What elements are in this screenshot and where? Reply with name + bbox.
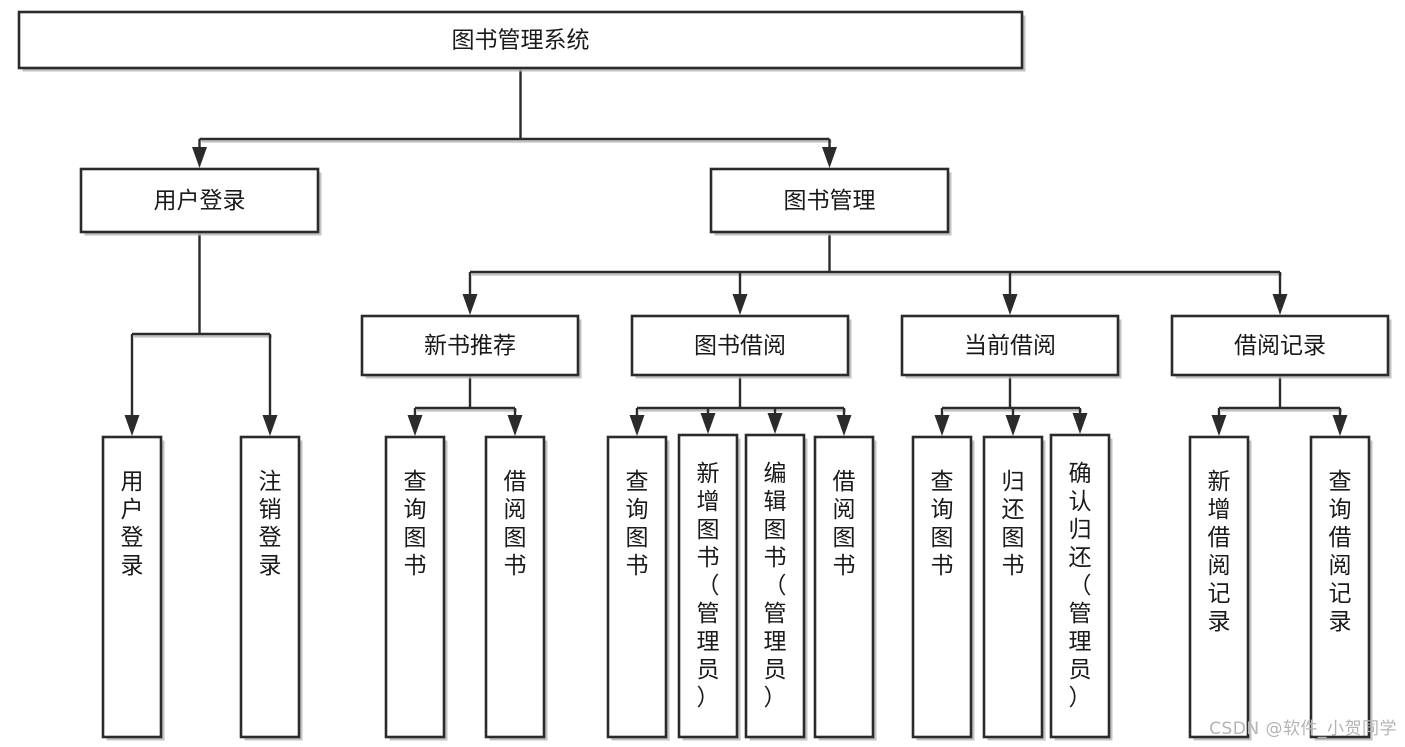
node-root[interactable]: 图书管理系统 (17, 10, 1026, 72)
node-label-leaf-edit-book: 编辑图书（管理员） (764, 461, 787, 711)
node-leaf-logout[interactable]: 注销登录 (239, 435, 303, 741)
connector-group-root (192, 68, 837, 168)
arrow-head-icon (462, 294, 478, 315)
node-leaf-query-book-2[interactable]: 查询图书 (606, 435, 670, 741)
node-box-leaf-query-book-3[interactable] (911, 435, 973, 739)
node-box-leaf-query-book-1[interactable] (384, 435, 446, 739)
node-box-leaf-return-book[interactable] (982, 435, 1044, 739)
arrow-head-icon (1272, 294, 1288, 315)
node-box-leaf-borrow-book-1[interactable] (484, 435, 546, 739)
node-box-current-borrow[interactable] (900, 314, 1120, 377)
node-label-leaf-query-record: 查询借阅记录 (1329, 469, 1352, 635)
node-box-leaf-add-book[interactable] (677, 433, 739, 739)
arrow-head-icon (1002, 294, 1018, 315)
arrow-head-icon (700, 413, 716, 434)
node-new-book-rec[interactable]: 新书推荐 (360, 314, 582, 379)
connector-group-new-book-rec (407, 375, 523, 436)
node-box-leaf-borrow-book-2[interactable] (813, 435, 875, 739)
connector-group-book-borrow (629, 375, 852, 436)
node-label-leaf-borrow-book-1: 借阅图书 (504, 469, 527, 579)
node-box-leaf-logout[interactable] (239, 435, 301, 739)
arrow-head-icon (732, 294, 748, 315)
node-label-leaf-logout: 注销登录 (259, 469, 282, 579)
arrow-head-icon (124, 415, 140, 436)
node-box-root[interactable] (17, 10, 1024, 70)
node-label-leaf-query-book-3: 查询图书 (931, 469, 954, 579)
node-leaf-add-record[interactable]: 新增借阅记录 (1188, 435, 1252, 741)
connector-group-user-login (124, 232, 278, 436)
node-box-leaf-query-book-2[interactable] (606, 435, 668, 739)
node-box-user-login[interactable] (79, 167, 320, 234)
node-leaf-borrow-book-2[interactable]: 借阅图书 (813, 435, 877, 741)
node-leaf-borrow-book-1[interactable]: 借阅图书 (484, 435, 548, 741)
node-label-leaf-confirm-return: 确认归还（管理员） (1069, 461, 1092, 711)
arrow-head-icon (1072, 413, 1088, 434)
node-label-new-book-rec: 新书推荐 (424, 333, 516, 359)
connector-layer (124, 68, 1348, 436)
node-box-borrow-record[interactable] (1170, 314, 1390, 377)
node-box-leaf-edit-book[interactable] (744, 433, 806, 739)
node-leaf-return-book[interactable]: 归还图书 (982, 435, 1046, 741)
watermark-text: CSDN @软件_小贺同学 (1209, 719, 1397, 739)
node-label-leaf-user-login: 用户登录 (121, 469, 144, 579)
node-user-login[interactable]: 用户登录 (79, 167, 322, 236)
node-label-leaf-return-book: 归还图书 (1002, 469, 1025, 579)
node-layer: 图书管理系统用户登录图书管理新书推荐图书借阅当前借阅借阅记录用户登录注销登录查询… (17, 10, 1392, 741)
node-box-leaf-confirm-return[interactable] (1049, 433, 1111, 739)
node-book-borrow[interactable]: 图书借阅 (630, 314, 852, 379)
arrow-head-icon (262, 415, 278, 436)
arrow-head-icon (1211, 415, 1227, 436)
connector-group-book-manage (462, 232, 1288, 315)
node-box-leaf-add-record[interactable] (1188, 435, 1250, 739)
arrow-head-icon (934, 415, 950, 436)
node-label-root: 图书管理系统 (452, 28, 590, 54)
node-label-leaf-query-book-2: 查询图书 (626, 469, 649, 579)
arrow-head-icon (822, 147, 837, 168)
node-label-borrow-record: 借阅记录 (1234, 333, 1326, 359)
node-label-book-manage: 图书管理 (784, 188, 876, 214)
node-label-leaf-query-book-1: 查询图书 (404, 469, 427, 579)
node-book-manage[interactable]: 图书管理 (709, 167, 952, 236)
node-leaf-edit-book[interactable]: 编辑图书（管理员） (744, 433, 808, 741)
arrow-head-icon (507, 415, 523, 436)
arrow-head-icon (192, 147, 207, 168)
arrow-head-icon (836, 415, 852, 436)
arrow-head-icon (407, 415, 423, 436)
arrow-head-icon (767, 413, 783, 434)
arrow-head-icon (1332, 415, 1348, 436)
node-current-borrow[interactable]: 当前借阅 (900, 314, 1122, 379)
node-label-leaf-add-record: 新增借阅记录 (1208, 469, 1231, 635)
node-leaf-add-book[interactable]: 新增图书（管理员） (677, 433, 741, 741)
node-label-book-borrow: 图书借阅 (694, 333, 786, 359)
node-label-current-borrow: 当前借阅 (964, 333, 1056, 359)
node-box-leaf-user-login[interactable] (101, 435, 163, 739)
node-leaf-user-login[interactable]: 用户登录 (101, 435, 165, 741)
node-leaf-query-book-1[interactable]: 查询图书 (384, 435, 448, 741)
arrow-head-icon (629, 415, 645, 436)
connector-group-borrow-record (1211, 375, 1348, 436)
node-box-new-book-rec[interactable] (360, 314, 580, 377)
arrow-head-icon (1005, 415, 1021, 436)
node-borrow-record[interactable]: 借阅记录 (1170, 314, 1392, 379)
node-label-user-login: 用户登录 (154, 188, 246, 214)
node-box-book-manage[interactable] (709, 167, 950, 234)
connector-group-current-borrow (934, 375, 1088, 436)
node-label-leaf-borrow-book-2: 借阅图书 (833, 469, 856, 579)
node-label-leaf-add-book: 新增图书（管理员） (697, 461, 720, 711)
node-box-leaf-query-record[interactable] (1309, 435, 1371, 739)
node-leaf-query-record[interactable]: 查询借阅记录 (1309, 435, 1373, 741)
node-leaf-query-book-3[interactable]: 查询图书 (911, 435, 975, 741)
node-box-book-borrow[interactable] (630, 314, 850, 377)
node-leaf-confirm-return[interactable]: 确认归还（管理员） (1049, 433, 1113, 741)
